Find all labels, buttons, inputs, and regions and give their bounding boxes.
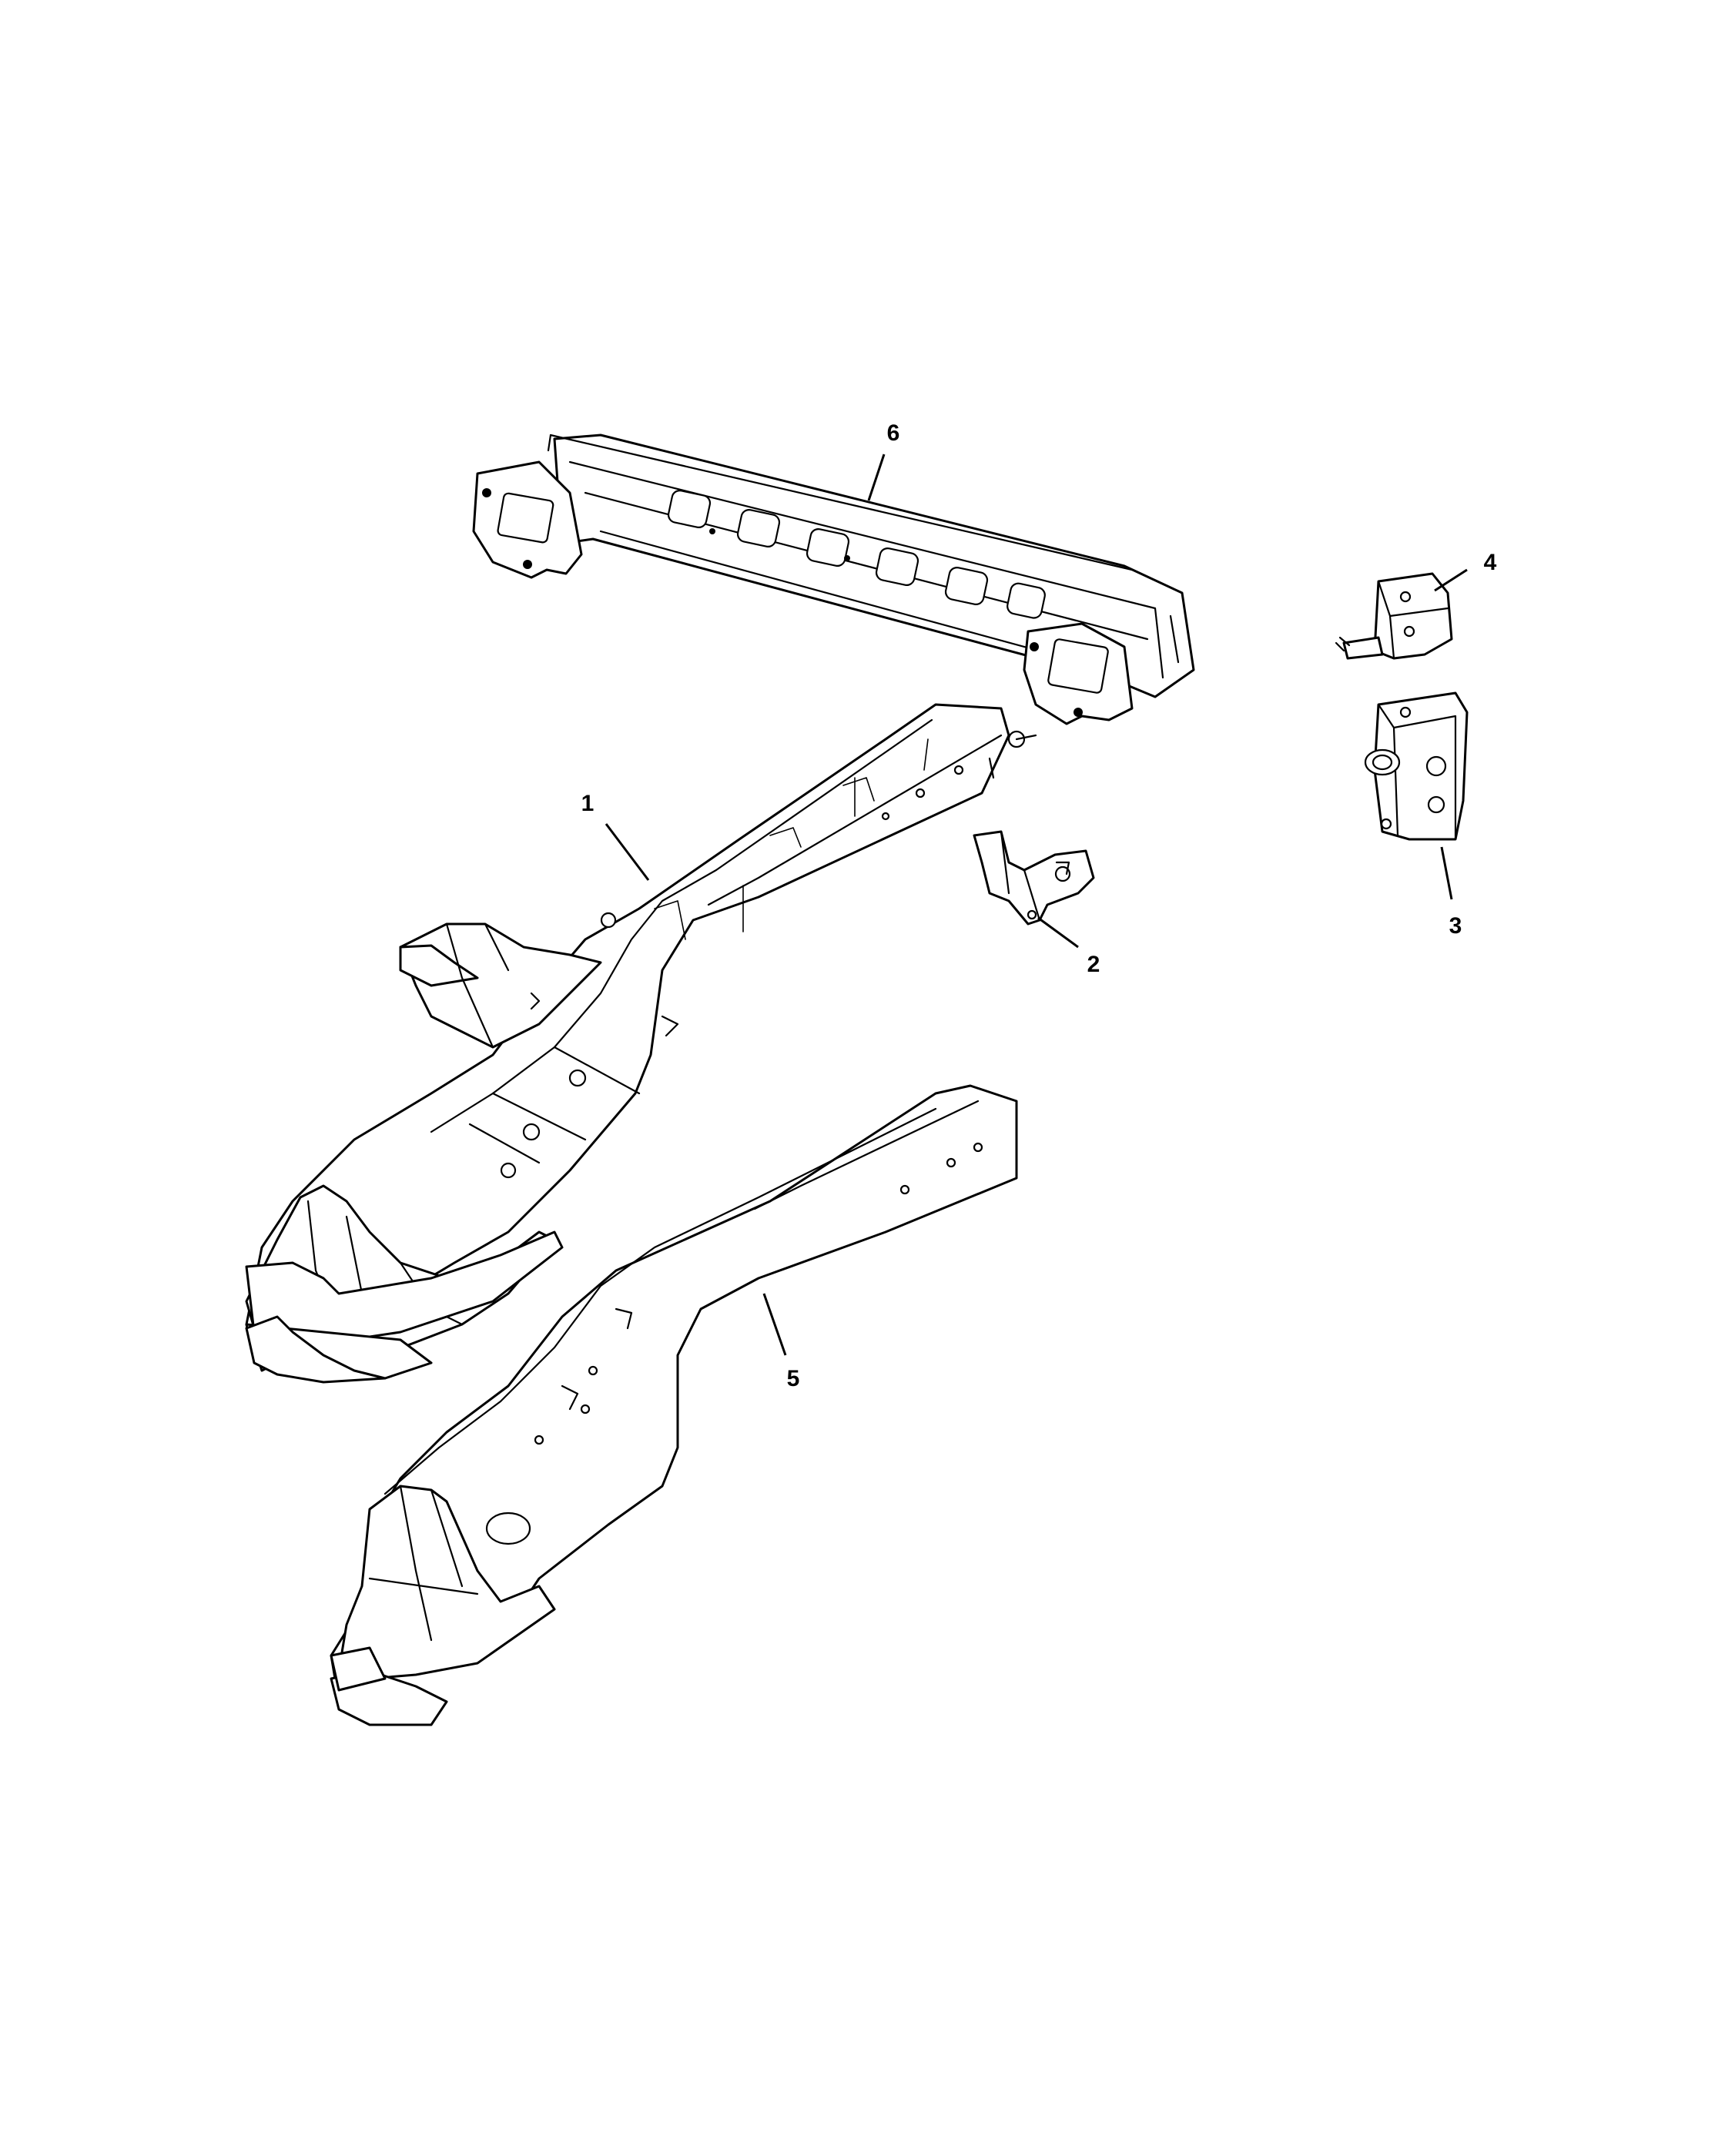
- callout-1: 1: [581, 791, 650, 881]
- bracket-with-clip: [1335, 572, 1453, 660]
- mount-bracket: [1364, 691, 1469, 841]
- frame-rail-right: [330, 1084, 1018, 1726]
- rear-crossmember: [472, 434, 1195, 725]
- callout-label-1: 1: [581, 791, 595, 816]
- callout-label-5: 5: [787, 1366, 800, 1391]
- callout-5: 5: [762, 1293, 800, 1391]
- callout-label-3: 3: [1449, 913, 1462, 939]
- frame-rail-left: [245, 703, 1037, 1384]
- callout-4: 4: [1434, 550, 1497, 592]
- callout-2: 2: [1037, 916, 1100, 977]
- callout-label-6: 6: [887, 420, 900, 446]
- bracket-small: [973, 830, 1095, 926]
- callout-3: 3: [1440, 846, 1462, 939]
- callout-label-4: 4: [1484, 550, 1497, 575]
- callout-label-2: 2: [1087, 952, 1100, 977]
- callout-6: 6: [867, 420, 900, 501]
